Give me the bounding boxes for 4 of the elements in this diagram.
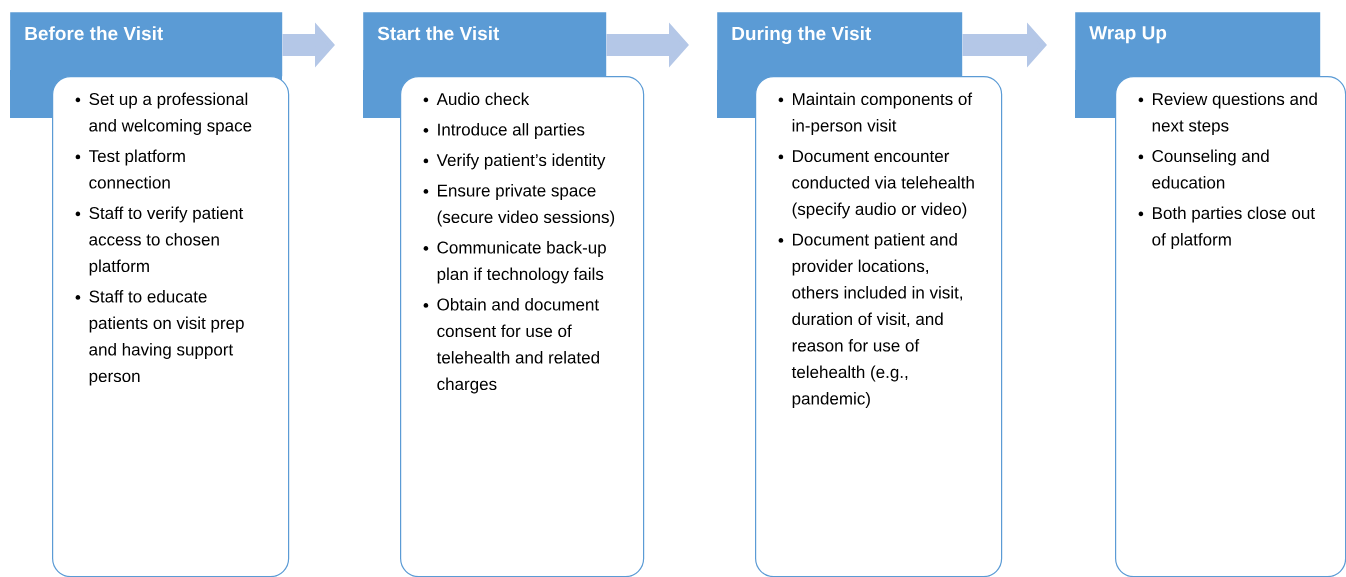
content-box: Review questions and next steps Counseling and education Both parties close out of platform xyxy=(1115,76,1346,577)
content-box: Maintain components of in-person visit Document encounter conducted via telehealth (specify audio or video) Document patient and provider locations, others included in visit, duration of visit, and reason for use of telehealth (e.g., pandemic) xyxy=(755,76,1003,577)
content-box: Set up a professional and welcoming space Test platform connection Staff to verify patient access to chosen platform Staff to educate patients on visit prep and having support person xyxy=(52,76,290,577)
content-box: Audio check Introduce all parties Verify patient’s identity Ensure private space (secure video sessions) Communicate back-up plan if technology fails Obtain and document consent for use of telehealth and related charges xyxy=(400,76,645,577)
